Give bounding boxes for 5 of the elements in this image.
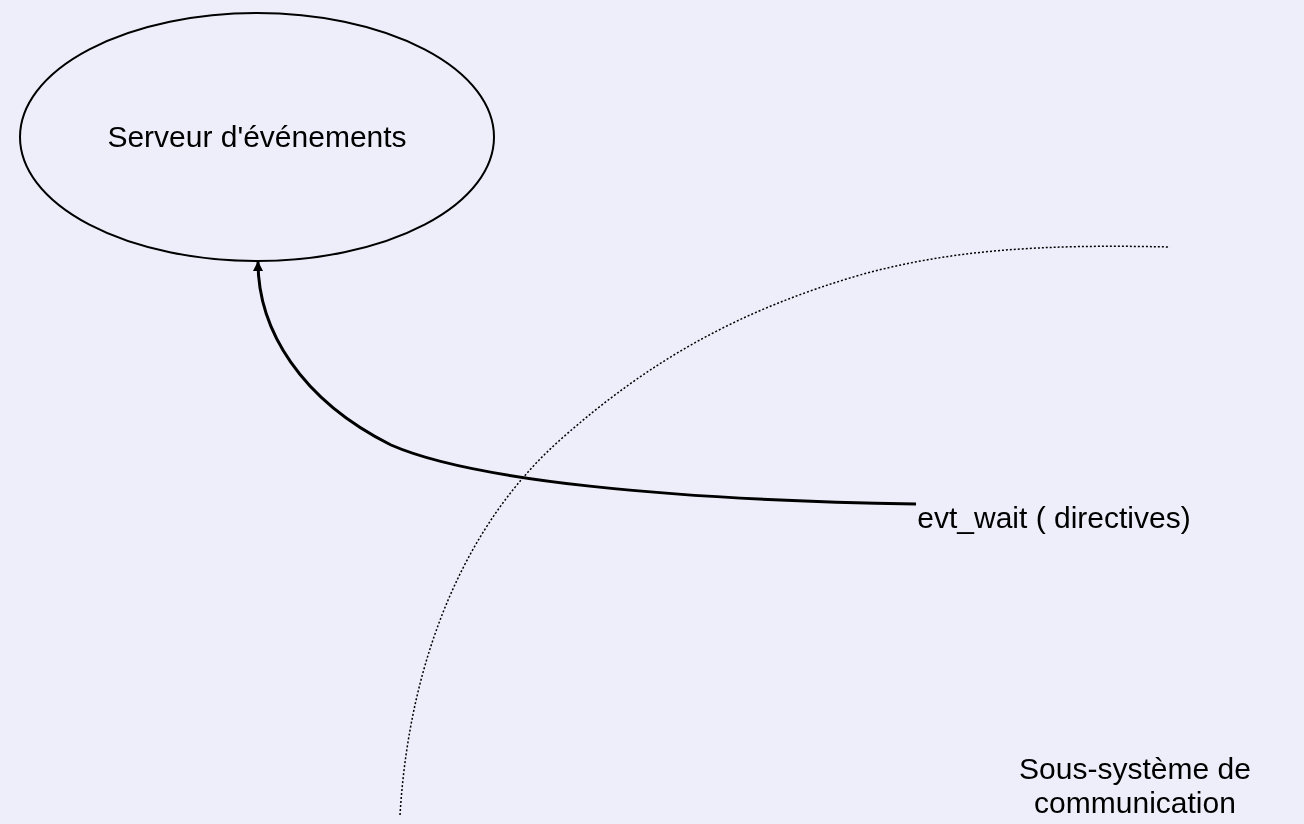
subsystem-label: Sous-système de communication	[1018, 752, 1252, 820]
ellipse-node	[19, 12, 495, 262]
arrow	[253, 261, 917, 506]
message-label: evt_wait ( directives)	[917, 501, 1191, 535]
node-label: Serveur d'événements	[107, 120, 407, 154]
